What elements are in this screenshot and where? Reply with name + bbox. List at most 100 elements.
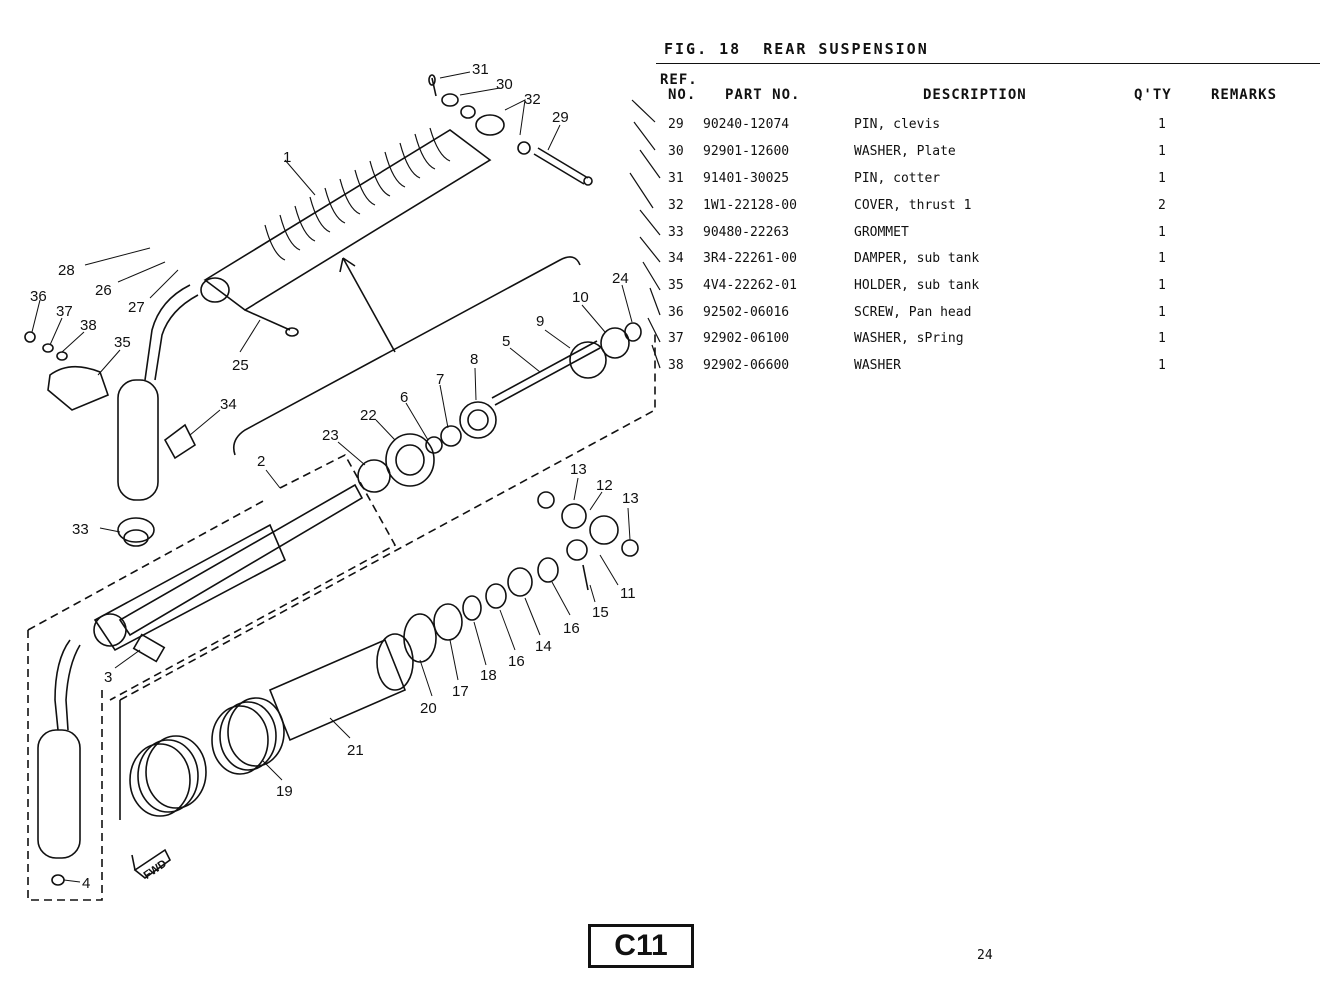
table-row: 32 1W1-22128-00 COVER, thrust 1 2 — [664, 198, 1166, 218]
callout-35: 35 — [114, 334, 131, 351]
header-qty: Q'TY — [1134, 87, 1172, 103]
header-ref-line1: REF. — [660, 72, 698, 88]
callout-20: 20 — [420, 700, 437, 717]
ref-no: 35 — [668, 278, 684, 293]
callout-19: 19 — [276, 783, 293, 800]
quantity: 1 — [1158, 225, 1166, 240]
part-no: 4V4-22262-01 — [703, 278, 797, 293]
table-row: 34 3R4-22261-00 DAMPER, sub tank 1 — [664, 251, 1166, 271]
part-no: 92901-12600 — [703, 144, 790, 159]
callout-14: 14 — [535, 638, 552, 655]
ref-no: 36 — [668, 305, 684, 320]
callout-31: 31 — [472, 61, 489, 78]
description: PIN, clevis — [854, 117, 941, 132]
ref-no: 31 — [668, 171, 684, 186]
description: SCREW, Pan head — [854, 305, 972, 320]
quantity: 1 — [1158, 171, 1166, 186]
part-no: 1W1-22128-00 — [703, 198, 797, 213]
part-no: 90240-12074 — [703, 117, 790, 132]
quantity: 1 — [1158, 144, 1166, 159]
quantity: 1 — [1158, 305, 1166, 320]
callout-34: 34 — [220, 396, 237, 413]
table-row: 38 92902-06600 WASHER 1 — [664, 358, 1166, 378]
part-no: 92902-06100 — [703, 331, 790, 346]
part-no: 91401-30025 — [703, 171, 790, 186]
callout-12: 12 — [596, 477, 613, 494]
figure-title: FIG. 18 REAR SUSPENSION — [664, 40, 929, 58]
callout-27: 27 — [128, 299, 145, 316]
ref-no: 30 — [668, 144, 684, 159]
page-number: 24 — [977, 948, 993, 963]
table-row: 37 92902-06100 WASHER, sPring 1 — [664, 331, 1166, 351]
part-no: 90480-22263 — [703, 225, 790, 240]
callout-6: 6 — [400, 389, 408, 406]
callout-25: 25 — [232, 357, 249, 374]
callout-30: 30 — [496, 76, 513, 93]
ref-no: 37 — [668, 331, 684, 346]
description: GROMMET — [854, 225, 909, 240]
callout-16b: 16 — [563, 620, 580, 637]
callout-23: 23 — [322, 427, 339, 444]
callout-22: 22 — [360, 407, 377, 424]
table-row: 33 90480-22263 GROMMET 1 — [664, 225, 1166, 245]
callout-26: 26 — [95, 282, 112, 299]
callout-17: 17 — [452, 683, 469, 700]
description: DAMPER, sub tank — [854, 251, 980, 266]
quantity: 1 — [1158, 358, 1166, 373]
callout-24: 24 — [612, 270, 629, 287]
fwd-label: FWD — [142, 858, 169, 882]
table-row: 30 92901-12600 WASHER, Plate 1 — [664, 144, 1166, 164]
description: PIN, cotter — [854, 171, 941, 186]
header-rule — [656, 63, 1320, 64]
callout-36: 36 — [30, 288, 47, 305]
callout-38: 38 — [80, 317, 97, 334]
callout-37: 37 — [56, 303, 73, 320]
callout-28: 28 — [58, 262, 75, 279]
table-row: 29 90240-12074 PIN, clevis 1 — [664, 117, 1166, 137]
callout-2: 2 — [257, 453, 265, 470]
part-no: 92502-06016 — [703, 305, 790, 320]
quantity: 1 — [1158, 251, 1166, 266]
callout-5: 5 — [502, 333, 510, 350]
ref-no: 34 — [668, 251, 684, 266]
callout-9: 9 — [536, 313, 544, 330]
description: WASHER — [854, 358, 901, 373]
header-part-no: PART NO. — [725, 87, 801, 103]
table-row: 35 4V4-22262-01 HOLDER, sub tank 1 — [664, 278, 1166, 298]
callout-16a: 16 — [508, 653, 525, 670]
description: HOLDER, sub tank — [854, 278, 980, 293]
quantity: 1 — [1158, 117, 1166, 132]
section-code-box: C11 — [588, 924, 694, 968]
callout-13b: 13 — [622, 490, 639, 507]
callout-7: 7 — [436, 371, 444, 388]
part-no: 3R4-22261-00 — [703, 251, 797, 266]
callout-8: 8 — [470, 351, 478, 368]
callout-32: 32 — [524, 91, 541, 108]
callout-15: 15 — [592, 604, 609, 621]
ref-no: 38 — [668, 358, 684, 373]
table-row: 31 91401-30025 PIN, cotter 1 — [664, 171, 1166, 191]
callout-13a: 13 — [570, 461, 587, 478]
quantity: 2 — [1158, 198, 1166, 213]
description: WASHER, sPring — [854, 331, 964, 346]
ref-no: 29 — [668, 117, 684, 132]
description: COVER, thrust 1 — [854, 198, 972, 213]
callout-1: 1 — [283, 149, 291, 166]
callout-21: 21 — [347, 742, 364, 759]
quantity: 1 — [1158, 331, 1166, 346]
part-no: 92902-06600 — [703, 358, 790, 373]
ref-no: 32 — [668, 198, 684, 213]
callout-4: 4 — [82, 875, 90, 892]
description: WASHER, Plate — [854, 144, 956, 159]
table-row: 36 92502-06016 SCREW, Pan head 1 — [664, 305, 1166, 325]
header-description: DESCRIPTION — [923, 87, 1027, 103]
callout-18: 18 — [480, 667, 497, 684]
callout-3: 3 — [104, 669, 112, 686]
callout-33: 33 — [72, 521, 89, 538]
ref-no: 33 — [668, 225, 684, 240]
callout-29: 29 — [552, 109, 569, 126]
callout-10: 10 — [572, 289, 589, 306]
header-ref-line2: NO. — [668, 87, 697, 103]
callout-11: 11 — [620, 585, 636, 602]
